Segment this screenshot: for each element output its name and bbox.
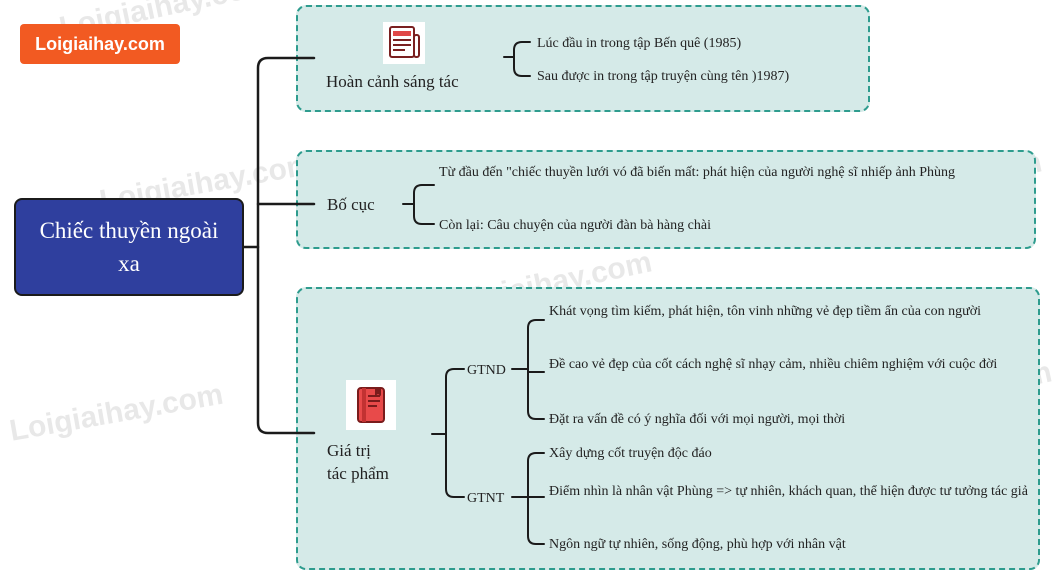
gtnt-item: Ngôn ngữ tự nhiên, sống động, phù hợp vớ… (549, 537, 846, 552)
book-icon (346, 380, 396, 430)
branch-label-bo-cuc: Bố cục (327, 195, 375, 214)
branch-label-hoan-canh: Hoàn cảnh sáng tác (326, 72, 459, 91)
bo-cuc-item: Còn lại: Câu chuyện của người đàn bà hàn… (439, 218, 711, 233)
panel-gia-tri (296, 287, 1040, 570)
hoan-canh-item: Sau được in trong tập truyện cùng tên )1… (537, 69, 790, 84)
gtnd-item: Đề cao vẻ đẹp của cốt cách nghệ sĩ nhạy … (549, 357, 998, 372)
gtnd-label: GTND (467, 363, 506, 378)
root-node: Chiếc thuyền ngoài xa (14, 198, 244, 296)
panel-bo-cuc (296, 150, 1036, 249)
gtnt-label: GTNT (467, 491, 505, 506)
hoan-canh-item: Lúc đầu in trong tập Bến quê (1985) (537, 36, 742, 51)
branch-label-gia-tri-line1: Giá trị (327, 441, 371, 460)
brand-logo: Loigiaihay.com (20, 24, 180, 64)
gtnt-item: Xây dựng cốt truyện độc đáo (549, 446, 712, 461)
gtnt-item: Điểm nhìn là nhân vật Phùng => tự nhiên,… (549, 484, 1028, 499)
bo-cuc-item: Từ đầu đến "chiếc thuyền lưới vó đã biến… (439, 165, 956, 180)
newspaper-icon (383, 22, 425, 64)
gtnd-item: Đặt ra vấn đề có ý nghĩa đối với mọi ngư… (549, 412, 846, 427)
gtnd-item: Khát vọng tìm kiếm, phát hiện, tôn vinh … (549, 304, 981, 319)
branch-label-gia-tri-line2: tác phẩm (327, 464, 389, 483)
